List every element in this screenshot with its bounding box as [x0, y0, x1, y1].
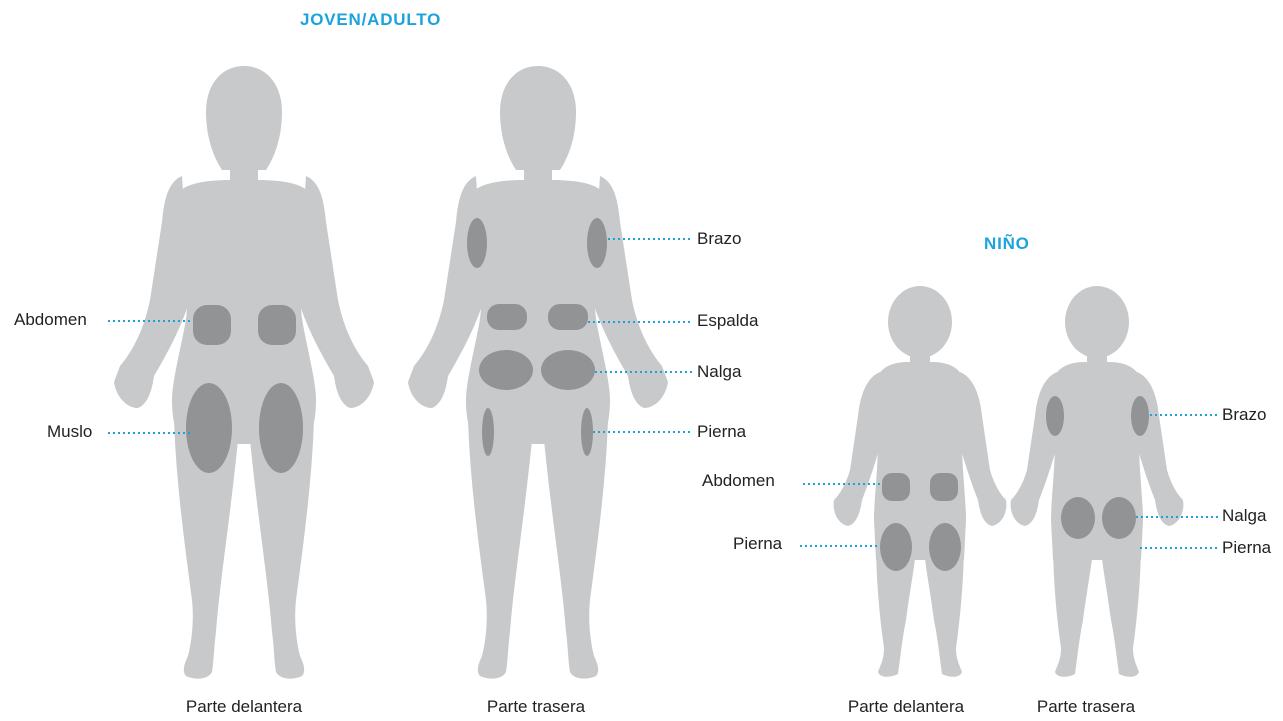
adult-back-leg-left-site — [482, 408, 494, 456]
label-adult-pierna: Pierna — [697, 422, 747, 441]
adult-front-caption: Parte delantera — [185, 697, 303, 716]
child-front-abdomen-left-site — [882, 473, 910, 501]
label-adult-espalda: Espalda — [697, 311, 759, 330]
adult-front-abdomen-left-site — [193, 305, 231, 345]
label-adult-abdomen: Abdomen — [14, 310, 87, 329]
adult-back-arm-left-site — [467, 218, 487, 268]
adult-front-thigh-right-site — [259, 383, 303, 473]
adult-front-figure — [114, 66, 374, 679]
label-child-brazo: Brazo — [1222, 405, 1267, 424]
child-back-buttock-left-site — [1061, 497, 1095, 539]
child-back-arm-left-site — [1046, 396, 1064, 436]
child-back-figure — [1010, 286, 1184, 677]
label-child-pierna-back: Pierna — [1222, 538, 1272, 557]
adult-back-leg-right-site — [581, 408, 593, 456]
adult-back-figure — [408, 66, 668, 679]
adult-back-lowerback-left-site — [487, 304, 527, 330]
label-child-nalga: Nalga — [1222, 506, 1267, 525]
adult-front-thigh-left-site — [186, 383, 232, 473]
label-adult-nalga: Nalga — [697, 362, 742, 381]
label-adult-muslo: Muslo — [47, 422, 93, 441]
child-heading: NIÑO — [984, 234, 1030, 253]
adult-back-lowerback-right-site — [548, 304, 588, 330]
adult-front-abdomen-right-site — [258, 305, 296, 345]
child-front-leg-right-site — [929, 523, 961, 571]
adult-heading: JOVEN/ADULTO — [300, 10, 442, 29]
child-front-leg-left-site — [880, 523, 912, 571]
adult-back-buttock-left-site — [479, 350, 533, 390]
adult-back-caption: Parte trasera — [486, 697, 586, 716]
label-adult-brazo: Brazo — [697, 229, 742, 248]
label-child-pierna-front: Pierna — [733, 534, 783, 553]
child-back-arm-right-site — [1131, 396, 1149, 436]
child-back-buttock-right-site — [1102, 497, 1136, 539]
label-child-abdomen: Abdomen — [702, 471, 775, 490]
child-back-caption: Parte trasera — [1036, 697, 1136, 716]
child-front-figure — [833, 286, 1007, 677]
child-front-caption: Parte delantera — [847, 697, 965, 716]
child-front-abdomen-right-site — [930, 473, 958, 501]
adult-back-buttock-right-site — [541, 350, 595, 390]
adult-back-arm-right-site — [587, 218, 607, 268]
